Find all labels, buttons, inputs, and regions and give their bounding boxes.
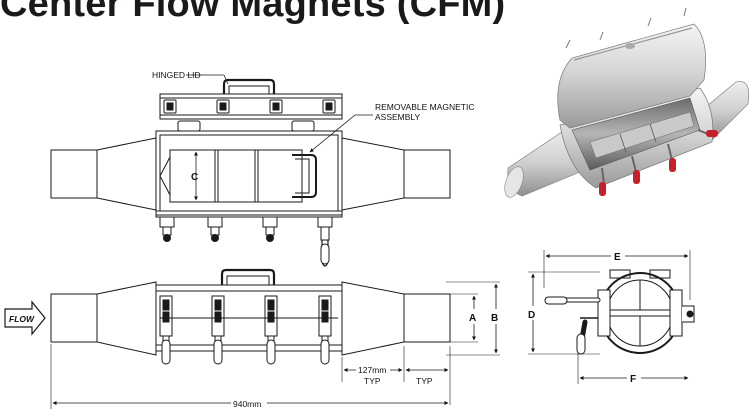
dim-d-label: D bbox=[528, 310, 535, 321]
product-render bbox=[504, 7, 750, 198]
page-title: Center Flow Magnets (CFM) bbox=[0, 0, 506, 25]
dim-d-bg bbox=[525, 306, 541, 320]
flow-arrow bbox=[4, 300, 46, 336]
dim-940-label: 940mm bbox=[233, 399, 261, 409]
dim-typ-2: TYP bbox=[416, 376, 433, 386]
removable-magnetic-assembly bbox=[159, 149, 317, 203]
hinged-lid bbox=[159, 78, 343, 132]
side-view-clamps bbox=[159, 295, 332, 365]
removable-assembly-label-2: ASSEMBLY bbox=[375, 112, 421, 122]
dim-a-label: A bbox=[469, 313, 476, 324]
dim-f-label: F bbox=[630, 374, 636, 385]
dim-f-bg bbox=[627, 372, 641, 384]
hinged-lid-label: HINGED LID bbox=[152, 70, 201, 80]
top-view-clamps bbox=[159, 216, 333, 267]
dim-typ-1: TYP bbox=[364, 376, 381, 386]
removable-assembly-label-1: REMOVABLE MAGNETIC bbox=[375, 102, 475, 112]
dim-e-label: E bbox=[614, 252, 621, 263]
side-view bbox=[4, 268, 500, 409]
render-clamps bbox=[599, 129, 718, 196]
dim-a-bg bbox=[465, 309, 483, 324]
flow-label: FLOW bbox=[9, 314, 35, 324]
dim-127-label: 127mm bbox=[358, 365, 386, 375]
top-view bbox=[50, 74, 451, 267]
dim-b-bg bbox=[487, 309, 505, 324]
dim-940-bg bbox=[231, 398, 267, 409]
end-view bbox=[528, 250, 695, 384]
dim-b-label: B bbox=[491, 313, 498, 324]
dim-c-label: C bbox=[191, 172, 198, 183]
dim-127-bg bbox=[356, 364, 390, 375]
dim-e-bg bbox=[611, 250, 625, 262]
